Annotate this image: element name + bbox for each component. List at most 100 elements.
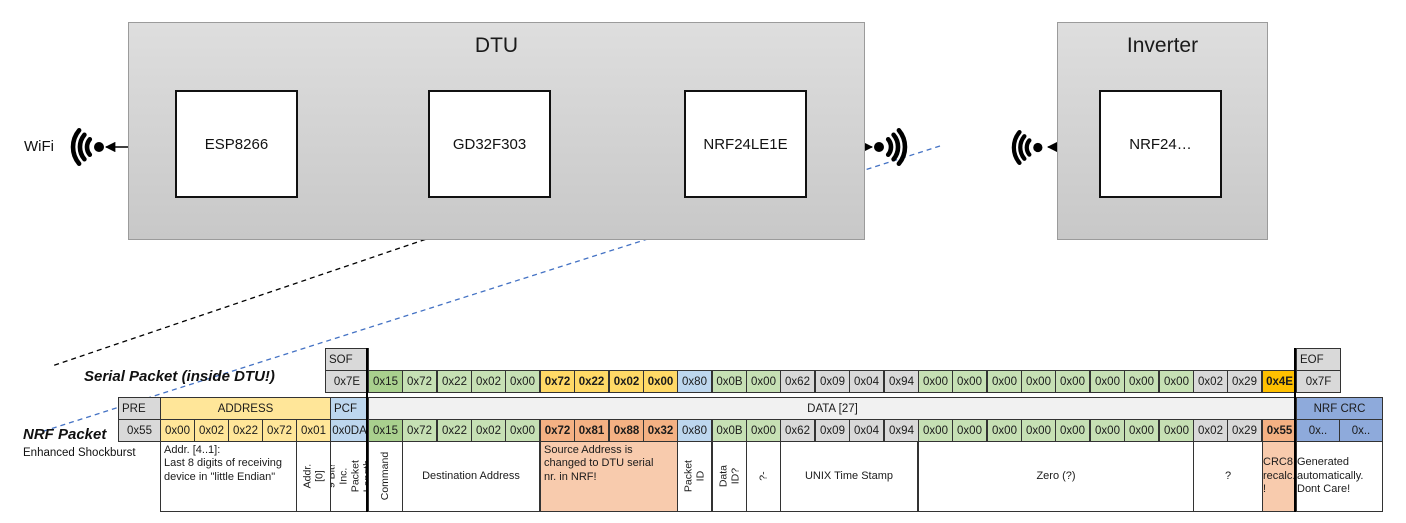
eof-header-cell: EOF [1296, 348, 1341, 371]
enhanced-shockburst-label: Enhanced Shockburst [23, 447, 136, 459]
nrf-byte-cell: 0x00 [952, 419, 987, 442]
serial-byte-cell: 0x00 [952, 370, 987, 393]
nrf-byte-cell: 0x04 [849, 419, 884, 442]
nrf-byte-cell: 0x00 [160, 419, 195, 442]
annotation-cell: Addr.[0] [296, 441, 331, 512]
annotation-cell: CRC8 recalc. ! [1262, 441, 1297, 512]
annotation-cell: ?- [746, 441, 781, 512]
serial-byte-cell: 0x09 [815, 370, 850, 393]
serial-byte-cell: 0x4E [1262, 370, 1297, 393]
nrf-byte-cell: 0x62 [780, 419, 815, 442]
chip-inverter-nrf24: NRF24… [1099, 90, 1222, 198]
nrf-header-cell: DATA [27] [368, 397, 1297, 420]
data-start-boundary-line [366, 348, 368, 512]
annotation-cell: Source Address is changed to DTU serial … [540, 441, 678, 512]
serial-byte-cell: 0x22 [437, 370, 472, 393]
annotation-cell: 9 Bit! Inc. Packet Length [330, 441, 369, 512]
annotation-cell: Generated automatically. Dont Care! [1296, 441, 1383, 512]
serial-byte-cell: 0x00 [643, 370, 678, 393]
nrf-header-cell: PCF [330, 397, 369, 420]
nrf-byte-cell: 0x22 [437, 419, 472, 442]
nrf-byte-cell: 0x09 [815, 419, 850, 442]
serial-byte-cell: 0x00 [1055, 370, 1090, 393]
annotation-cell: Destination Address [402, 441, 540, 512]
data-end-boundary-line [1294, 348, 1296, 512]
nrf-byte-cell: 0x02 [194, 419, 229, 442]
nrf-byte-cell: 0x94 [884, 419, 919, 442]
nrf-byte-cell: 0x00 [1055, 419, 1090, 442]
nrf-header-cell: ADDRESS [160, 397, 331, 420]
serial-byte-cell: 0x29 [1227, 370, 1262, 393]
nrf-byte-cell: 0x72 [262, 419, 297, 442]
annotation-cell: Addr. [4..1]: Last 8 digits of receiving… [160, 441, 297, 512]
nrf-header-cell: NRF CRC [1296, 397, 1383, 420]
chip-esp8266: ESP8266 [175, 90, 298, 198]
nrf-byte-cell: 0x22 [228, 419, 263, 442]
serial-packet-label: Serial Packet (inside DTU!) [84, 368, 275, 385]
serial-byte-cell: 0x02 [471, 370, 506, 393]
serial-byte-cell: 0x02 [1193, 370, 1228, 393]
nrf-byte-cell: 0x00 [1124, 419, 1159, 442]
wifi-icon [1011, 129, 1043, 166]
serial-byte-cell: 0x0B [712, 370, 747, 393]
nrf-byte-cell: 0x0B [712, 419, 747, 442]
nrf-byte-cell: 0x00 [746, 419, 781, 442]
nrf-byte-cell: 0x02 [1193, 419, 1228, 442]
annotation-cell: ? [1193, 441, 1263, 512]
nrf-byte-cell: 0x.. [1339, 419, 1383, 442]
annotation-cell: Packet ID [677, 441, 712, 512]
serial-byte-cell: 0x00 [746, 370, 781, 393]
nrf-byte-cell: 0x00 [987, 419, 1022, 442]
serial-byte-cell: 0x22 [574, 370, 609, 393]
wifi-icon [70, 128, 104, 166]
nrf-byte-cell: 0x80 [677, 419, 712, 442]
nrf-byte-cell: 0x88 [609, 419, 644, 442]
serial-byte-cell: 0x94 [884, 370, 919, 393]
nrf-byte-cell: 0x0DA [330, 419, 369, 442]
serial-byte-cell: 0x04 [849, 370, 884, 393]
nrf-byte-cell: 0x72 [402, 419, 437, 442]
serial-byte-cell: 0x02 [609, 370, 644, 393]
nrf-byte-cell: 0x00 [1021, 419, 1056, 442]
nrf-byte-cell: 0x55 [1262, 419, 1297, 442]
chip-gd32f303: GD32F303 [428, 90, 551, 198]
inverter-title: Inverter [1126, 34, 1199, 57]
serial-byte-cell: 0x00 [1021, 370, 1056, 393]
serial-byte-cell: 0x00 [1159, 370, 1194, 393]
annotation-cell: Command [368, 441, 403, 512]
nrf-byte-cell: 0x15 [368, 419, 403, 442]
serial-byte-cell: 0x80 [677, 370, 712, 393]
serial-byte-cell: 0x00 [505, 370, 540, 393]
eof-byte-cell: 0x7F [1296, 370, 1341, 393]
nrf-byte-cell: 0x29 [1227, 419, 1262, 442]
nrf-byte-cell: 0x02 [471, 419, 506, 442]
dtu-title: DTU [474, 34, 519, 57]
nrf-byte-cell: 0x00 [1159, 419, 1194, 442]
nrf-packet-label: NRF Packet [23, 426, 107, 443]
serial-byte-cell: 0x00 [918, 370, 953, 393]
annotation-cell: Data ID? [712, 441, 747, 512]
serial-byte-cell: 0x00 [1124, 370, 1159, 393]
serial-byte-cell: 0x15 [368, 370, 403, 393]
nrf-byte-cell: 0x00 [918, 419, 953, 442]
nrf-byte-cell: 0x.. [1296, 419, 1340, 442]
wifi-label: WiFi [24, 138, 54, 155]
sof-byte-cell: 0x7E [325, 370, 369, 393]
nrf-byte-cell: 0x00 [1090, 419, 1125, 442]
annotation-cell: Zero (?) [918, 441, 1194, 512]
wifi-icon [874, 128, 908, 166]
serial-byte-cell: 0x72 [540, 370, 575, 393]
serial-byte-cell: 0x62 [780, 370, 815, 393]
sof-header-cell: SOF [325, 348, 369, 371]
serial-byte-cell: 0x72 [402, 370, 437, 393]
serial-byte-cell: 0x00 [1090, 370, 1125, 393]
nrf-byte-cell: 0x32 [643, 419, 678, 442]
annotation-cell: UNIX Time Stamp [780, 441, 918, 512]
chip-nrf24le1e: NRF24LE1E [684, 90, 807, 198]
nrf-byte-cell: 0x00 [505, 419, 540, 442]
nrf-byte-cell: 0x01 [296, 419, 331, 442]
nrf-byte-cell: 0x81 [574, 419, 609, 442]
nrf-byte-cell: 0x72 [540, 419, 575, 442]
nrf-header-cell: PRE [118, 397, 161, 420]
